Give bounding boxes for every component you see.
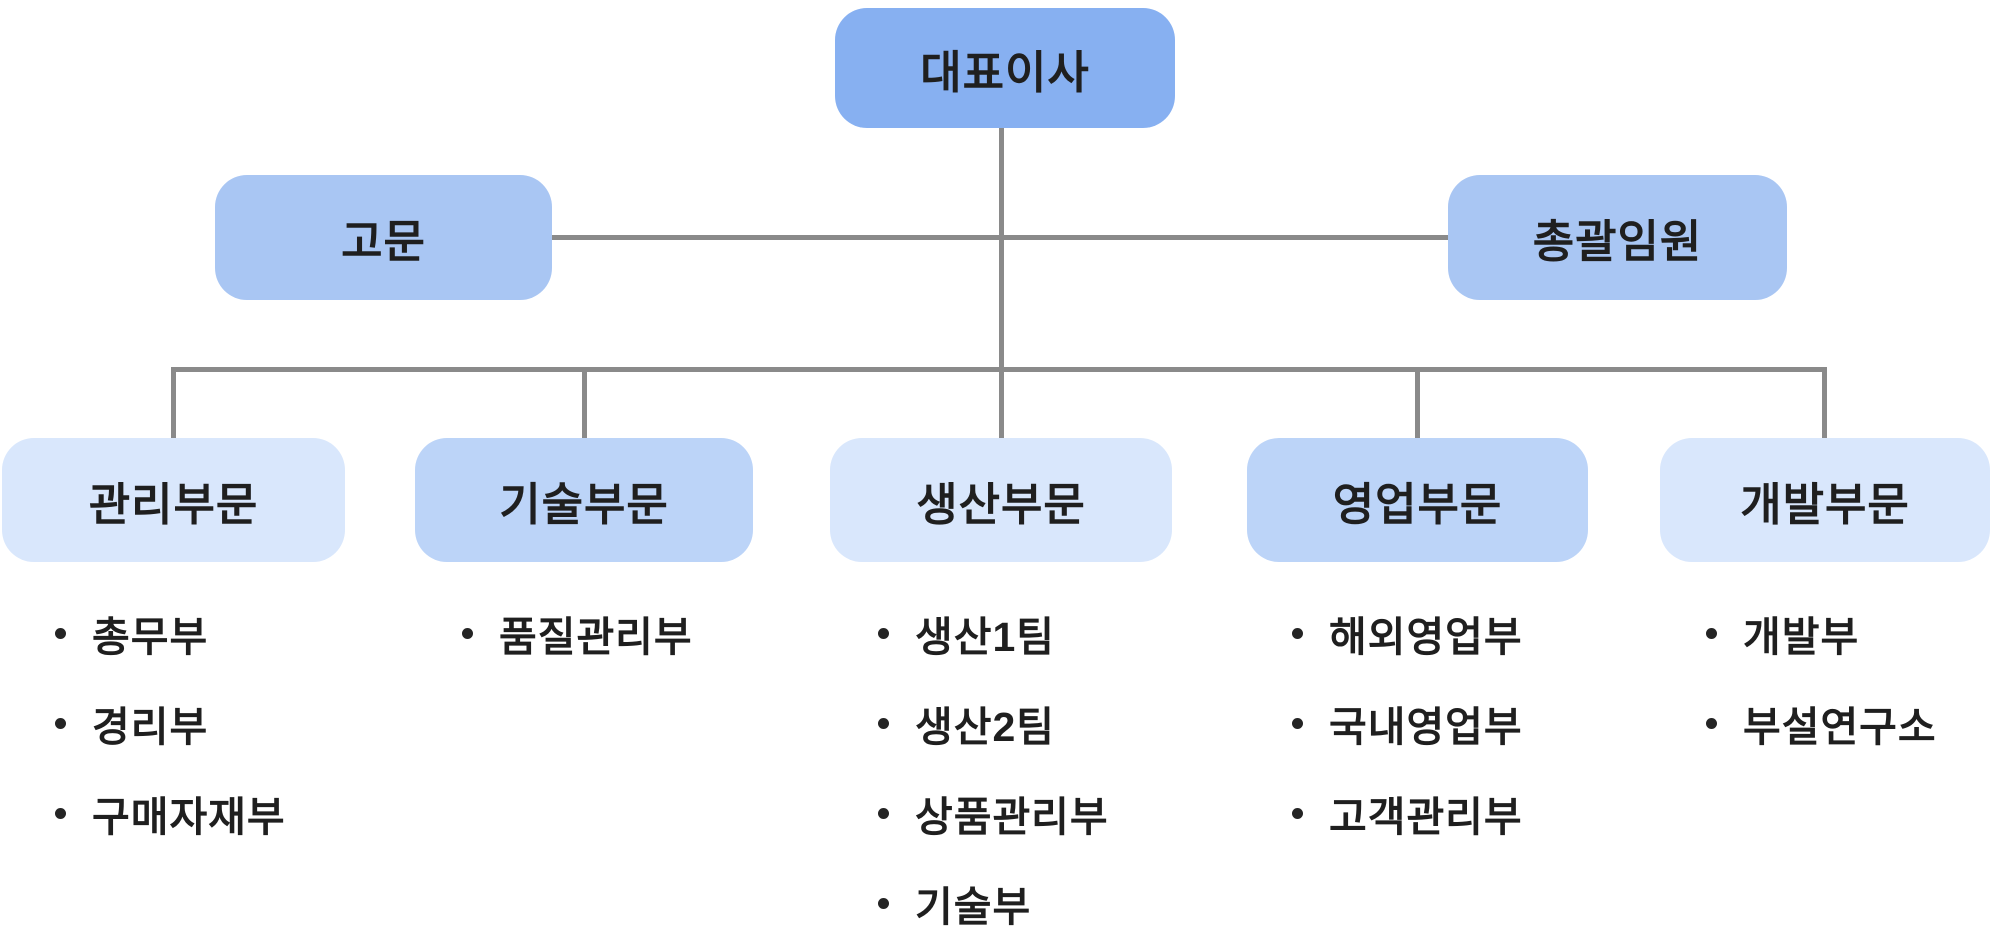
bullet-icon <box>878 897 889 909</box>
connector-divisions-horizontal <box>171 367 1827 372</box>
dept-list-production: 생산1팀 생산2팀 상품관리부 기술부 <box>878 608 1109 930</box>
bullet-icon <box>878 807 889 819</box>
dept-label: 경리부 <box>92 704 209 750</box>
dept-label: 생산2팀 <box>915 704 1055 750</box>
dept-label: 총무부 <box>92 614 209 660</box>
dept-label: 개발부 <box>1743 614 1860 660</box>
bullet-icon <box>55 807 66 819</box>
dept-label: 국내영업부 <box>1329 704 1523 750</box>
bullet-icon <box>1292 807 1303 819</box>
list-item: 생산2팀 <box>878 698 1109 750</box>
bullet-icon <box>1292 627 1303 639</box>
connector-drop-sales <box>1415 367 1420 438</box>
bullet-icon <box>55 717 66 729</box>
list-item: 경리부 <box>55 698 286 750</box>
bullet-icon <box>1706 717 1717 729</box>
dept-label: 구매자재부 <box>92 794 286 840</box>
dept-label: 생산1팀 <box>915 614 1055 660</box>
bullet-icon <box>55 627 66 639</box>
dept-label: 해외영업부 <box>1329 614 1523 660</box>
dept-label: 품질관리부 <box>499 614 693 660</box>
dept-list-development: 개발부 부설연구소 <box>1706 608 1937 750</box>
dept-label: 부설연구소 <box>1743 704 1937 750</box>
node-division-production: 생산부문 <box>830 438 1172 562</box>
dept-list-management: 총무부 경리부 구매자재부 <box>55 608 286 840</box>
list-item: 기술부 <box>878 878 1109 930</box>
bullet-icon <box>462 627 473 639</box>
dept-label: 고객관리부 <box>1329 794 1523 840</box>
node-division-sales: 영업부문 <box>1247 438 1588 562</box>
connector-drop-development <box>1822 367 1827 438</box>
bullet-icon <box>878 717 889 729</box>
list-item: 구매자재부 <box>55 788 286 840</box>
list-item: 상품관리부 <box>878 788 1109 840</box>
dept-list-technology: 품질관리부 <box>462 608 693 660</box>
bullet-icon <box>878 627 889 639</box>
connector-ceo-vertical <box>999 126 1004 438</box>
bullet-icon <box>1292 717 1303 729</box>
list-item: 해외영업부 <box>1292 608 1523 660</box>
list-item: 생산1팀 <box>878 608 1109 660</box>
node-advisor: 고문 <box>215 175 552 300</box>
list-item: 국내영업부 <box>1292 698 1523 750</box>
node-division-management: 관리부문 <box>2 438 345 562</box>
connector-drop-technology <box>582 367 587 438</box>
list-item: 품질관리부 <box>462 608 693 660</box>
list-item: 고객관리부 <box>1292 788 1523 840</box>
list-item: 부설연구소 <box>1706 698 1937 750</box>
node-ceo: 대표이사 <box>835 8 1175 128</box>
dept-label: 기술부 <box>915 884 1032 930</box>
bullet-icon <box>1706 627 1717 639</box>
connector-drop-management <box>171 367 176 438</box>
dept-label: 상품관리부 <box>915 794 1109 840</box>
node-division-development: 개발부문 <box>1660 438 1990 562</box>
node-executive: 총괄임원 <box>1448 175 1787 300</box>
list-item: 개발부 <box>1706 608 1937 660</box>
node-division-technology: 기술부문 <box>415 438 753 562</box>
connector-advisor-executive <box>552 235 1448 240</box>
list-item: 총무부 <box>55 608 286 660</box>
dept-list-sales: 해외영업부 국내영업부 고객관리부 <box>1292 608 1523 840</box>
